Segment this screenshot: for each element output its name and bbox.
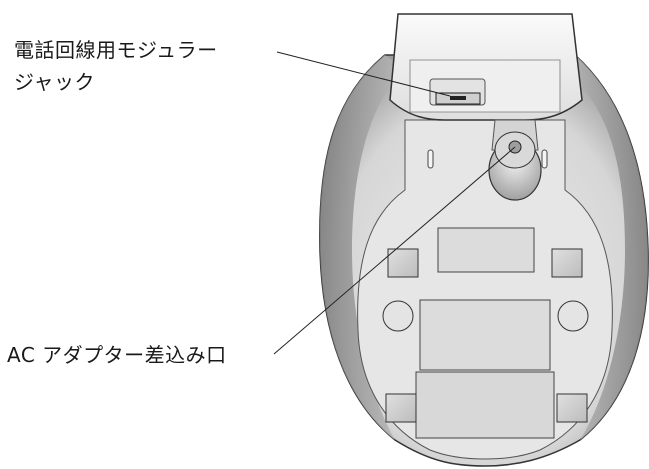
foot-top-right	[551, 248, 583, 278]
label-recess-bottom	[415, 371, 555, 439]
round-pad-left	[382, 300, 414, 332]
shell-right-flank	[560, 55, 649, 440]
jack-callout: 電話回線用モジュラー ジャック	[14, 34, 218, 98]
shell-left-flank	[319, 55, 405, 440]
ac-callout: AC アダプター差込み口	[7, 339, 227, 371]
jack-callout-line2: ジャック	[14, 70, 95, 94]
label-recess-top	[437, 227, 535, 273]
jack-leader-line	[276, 51, 451, 97]
modular-jack-slot	[450, 96, 466, 100]
ac-leader-line	[273, 146, 516, 355]
foot-bottom-left	[385, 393, 417, 423]
side-slot-right	[541, 149, 548, 169]
foot-top-left	[387, 248, 419, 278]
round-pad-right	[557, 300, 589, 332]
label-recess-middle	[419, 299, 551, 371]
foot-bottom-right	[556, 393, 588, 423]
jack-callout-line1: 電話回線用モジュラー	[14, 38, 218, 62]
ac-callout-label: AC アダプター差込み口	[7, 343, 227, 367]
side-slot-left	[427, 149, 434, 169]
